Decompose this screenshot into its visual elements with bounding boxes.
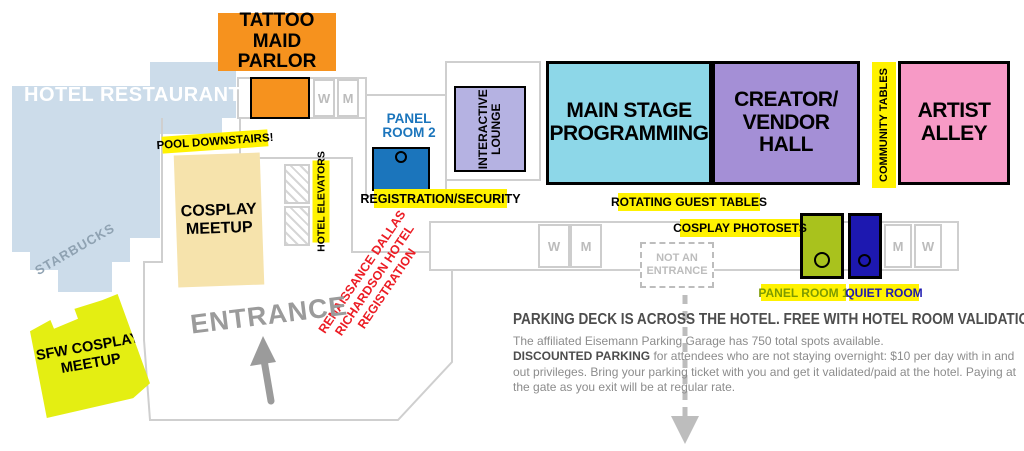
panel-room-1-label: PANEL ROOM 1 (758, 284, 849, 301)
hotel-elevators-label: HOTEL ELEVATORS (312, 151, 330, 252)
artist-alley-room: ARTIST ALLEY (898, 61, 1010, 185)
rotating-guest-tables-label: ROTATING GUEST TABLES (611, 193, 767, 211)
not-an-entrance-sign: NOT AN ENTRANCE (640, 242, 714, 288)
parking-headline: PARKING DECK IS ACROSS THE HOTEL. FREE W… (513, 311, 1024, 328)
sfw-cosplay-meetup-label: SFW COSPLAY MEETUP (35, 330, 142, 378)
parking-discount-note: DISCOUNTED PARKING for attendees who are… (513, 349, 1018, 396)
elevator-shaft (284, 164, 310, 204)
door-marker (858, 254, 871, 267)
elevator-shaft (284, 206, 310, 246)
cosplay-meetup-room: COSPLAY MEETUP (173, 152, 265, 288)
community-tables-strip: COMMUNITY TABLES (872, 62, 896, 188)
parking-discount-lead: DISCOUNTED PARKING (513, 349, 651, 363)
panel-room-2-label: PANEL ROOM 2 (382, 111, 436, 141)
entrance-arrow-icon (260, 356, 275, 405)
not-an-entrance-arrow-head (671, 416, 699, 444)
restroom-w-top: W (313, 79, 335, 117)
interactive-lounge-label: INTERACTIVE LOUNGE (475, 88, 504, 170)
entrance-arrow-head (250, 336, 276, 366)
door-marker (814, 252, 830, 268)
tattoo-maid-parlor-label: TATTOO MAID PARLOR (218, 10, 336, 72)
parking-availability: The affiliated Eisemann Parking Garage h… (513, 334, 884, 348)
wall (445, 61, 541, 181)
hotel-restaurant-area (12, 62, 236, 292)
tattoo-maid-parlor-room (250, 77, 310, 119)
parking-discount-body: for attendees who are not staying overni… (513, 349, 1016, 395)
restroom-m-top: M (337, 79, 359, 117)
panel-room-2-room (372, 147, 430, 191)
restroom-m-right: M (884, 224, 912, 268)
creator-vendor-hall-room: CREATOR/ VENDOR HALL (712, 61, 860, 185)
cosplay-photosets-label: COSPLAY PHOTOSETS (673, 219, 807, 237)
restroom-m-mid: M (570, 224, 602, 268)
hotel-restaurant-label: HOTEL RESTAURANT (24, 84, 242, 106)
restroom-w-mid: W (538, 224, 570, 268)
quiet-room-label: QUIET ROOM (845, 284, 923, 301)
community-tables-label: COMMUNITY TABLES (878, 68, 890, 182)
registration-security-label: REGISTRATION/SECURITY (360, 189, 521, 208)
quiet-room-room (848, 213, 882, 279)
door-marker (395, 151, 407, 163)
restroom-w-right: W (914, 224, 942, 268)
panel-room-1-room (800, 213, 844, 279)
interactive-lounge-room: INTERACTIVE LOUNGE (454, 86, 526, 172)
main-stage-room: MAIN STAGE PROGRAMMING (546, 61, 712, 185)
